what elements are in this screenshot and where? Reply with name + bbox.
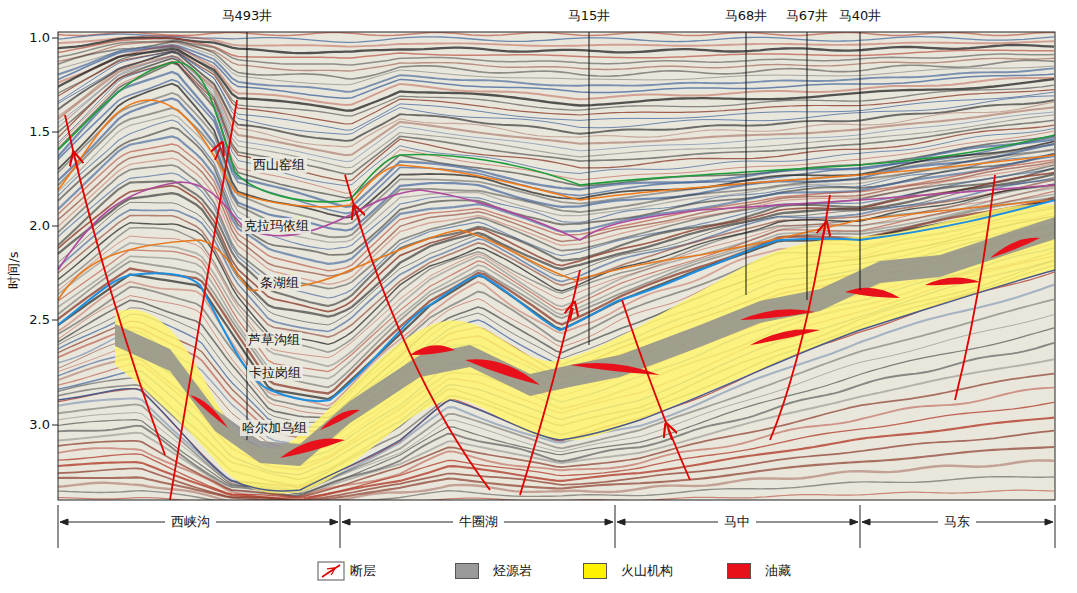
faults [65, 100, 995, 500]
oil-lens [280, 438, 345, 458]
legend-text: 火山机构 [621, 563, 673, 579]
formation-label: 芦草沟组 [246, 332, 302, 348]
axis-title: 时间/s [6, 251, 22, 288]
region-label: 西峡沟 [165, 514, 216, 530]
region-label: 马中 [718, 514, 756, 530]
axis-ticks [52, 38, 58, 425]
volcanic-body [115, 204, 1055, 493]
plot-frame [58, 32, 1055, 500]
legend-text: 油藏 [765, 563, 791, 579]
axis-tick-label: 2.0 [29, 218, 50, 234]
well-label: 马40井 [839, 8, 882, 24]
seismic-traces [58, 33, 1054, 501]
formation-label: 哈尔加乌组 [240, 420, 309, 436]
seismic-trace [58, 33, 1054, 36]
fault-legend-symbol [318, 562, 344, 580]
seismic-trace [58, 41, 1054, 65]
axis-tick-label: 1.0 [29, 30, 50, 46]
region-label: 马东 [938, 514, 976, 530]
axis-tick-label: 1.5 [29, 124, 50, 140]
plot-ground [58, 32, 1055, 500]
axis-tick-label: 3.0 [29, 417, 50, 433]
well-label: 马493井 [222, 8, 273, 24]
oil-lens [410, 345, 455, 355]
legend-text: 断层 [350, 563, 376, 579]
source-rock-band [115, 217, 1055, 466]
axis-tick-label: 2.5 [29, 312, 50, 328]
well-label: 马67井 [786, 8, 829, 24]
oil-lens [925, 277, 980, 285]
seismic-trace [58, 38, 1054, 58]
well-label: 马68井 [725, 8, 768, 24]
legend-swatch [727, 563, 751, 579]
formation-label: 克拉玛依组 [242, 218, 311, 234]
oil-lens [190, 395, 228, 428]
oil-lens [750, 329, 820, 345]
oil-lens [465, 359, 540, 385]
region-brackets [58, 505, 1055, 548]
seismic-trace [58, 460, 1054, 500]
legend-swatch [455, 563, 479, 579]
region-label: 牛圈湖 [453, 514, 504, 530]
seismic-trace [58, 490, 1054, 500]
oil-lens [320, 410, 360, 430]
oil-lens [740, 309, 815, 320]
formation-label: 西山窑组 [251, 157, 307, 173]
legend-text: 烃源岩 [493, 563, 532, 579]
legend-swatch [583, 563, 607, 579]
formation-label: 卡拉岗组 [247, 365, 303, 381]
formation-label: 条湖组 [258, 275, 301, 291]
well-label: 马15井 [568, 8, 611, 24]
seismic-trace [58, 477, 1054, 500]
oil-lens [990, 238, 1040, 258]
oil-lens [845, 288, 900, 298]
